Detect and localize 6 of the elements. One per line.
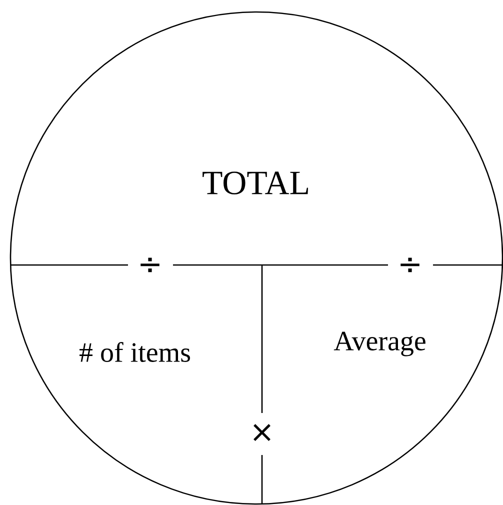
division-sign: ÷ (140, 258, 160, 272)
section-label: # of items (80, 342, 190, 362)
section-label: Average (334, 332, 426, 356)
section-label: TOTAL (202, 172, 308, 194)
multiplication-sign: × (254, 424, 270, 442)
division-sign: ÷ (400, 258, 420, 272)
